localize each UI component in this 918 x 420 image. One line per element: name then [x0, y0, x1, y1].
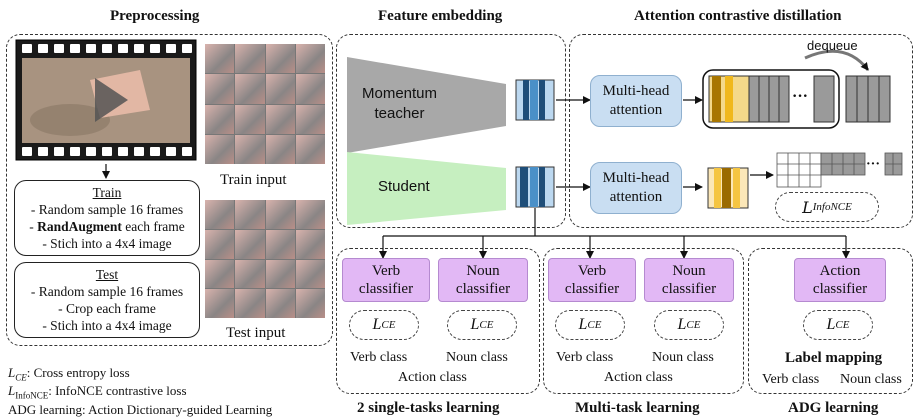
attention-distillation-title: Attention contrastive distillation [634, 8, 842, 24]
dequeue-label: dequeue [807, 38, 858, 53]
noun-class-label-multi: Noun class [652, 350, 714, 365]
attention-distillation-panel [569, 34, 913, 228]
action-class-label-single: Action class [398, 370, 467, 385]
feature-embedding-title: Feature embedding [378, 8, 503, 24]
adg-title: ADG learning [788, 400, 879, 416]
feature-embedding-panel [336, 34, 566, 228]
teacher-feature-vector [515, 79, 555, 121]
video-film-strip [15, 39, 197, 161]
preprocessing-panel [6, 34, 333, 346]
verb-class-label-multi: Verb class [556, 350, 614, 365]
memory-queue [702, 49, 891, 129]
momentum-teacher-label: Momentum teacher [362, 85, 438, 122]
train-input-image [205, 44, 325, 164]
legend-adg: ADG learning: Action Dictionary-guided L… [8, 402, 273, 417]
test-step-1: - Random sample 16 frames [30, 284, 184, 299]
similarity-matrix [776, 152, 903, 188]
train-input-label: Train input [220, 172, 287, 188]
student-attention-output [707, 167, 749, 209]
branch-arrows [379, 208, 850, 259]
test-step-2: - Crop each frame [58, 301, 156, 316]
legend-infonce: LInfoNCE: InfoNCE contrastive loss [8, 383, 187, 401]
noun-class-label-single: Noun class [446, 350, 508, 365]
train-step-2: - RandAugment each frame [29, 219, 185, 234]
single-tasks-panel [336, 248, 540, 394]
legend-ce: LCE: Cross entropy loss [8, 365, 130, 383]
test-header: Test [95, 267, 119, 282]
multi-task-title: Multi-task learning [575, 400, 700, 416]
noun-class-label-adg: Noun class [840, 372, 902, 387]
test-input-image [205, 200, 325, 318]
single-tasks-title: 2 single-tasks learning [357, 400, 500, 416]
randaugment-text: RandAugment [37, 219, 122, 234]
test-input-label: Test input [226, 325, 286, 341]
train-header: Train [92, 185, 122, 200]
verb-class-label-adg: Verb class [762, 372, 820, 387]
student-feature-vector [515, 166, 555, 208]
student-label: Student [378, 178, 430, 195]
multi-task-panel [543, 248, 744, 394]
test-step-3: - Stich into a 4x4 image [42, 318, 172, 333]
queue-ellipsis: ··· [792, 88, 809, 105]
action-class-label-multi: Action class [604, 370, 673, 385]
label-mapping-label: Label mapping [785, 350, 883, 366]
test-steps-box: Test - Random sample 16 frames - Crop ea… [14, 262, 200, 338]
train-step-3: - Stich into a 4x4 image [42, 236, 172, 251]
adg-panel [748, 248, 913, 394]
train-steps-box: Train - Random sample 16 frames - RandAu… [14, 180, 200, 256]
momentum-teacher-shape [347, 57, 506, 153]
student-shape [347, 152, 506, 225]
matrix-ellipsis: ··· [866, 157, 881, 172]
train-step-2-rest: each frame [121, 219, 185, 234]
preprocessing-title: Preprocessing [110, 8, 200, 24]
train-step-1: - Random sample 16 frames [30, 202, 184, 217]
verb-class-label-single: Verb class [350, 350, 408, 365]
